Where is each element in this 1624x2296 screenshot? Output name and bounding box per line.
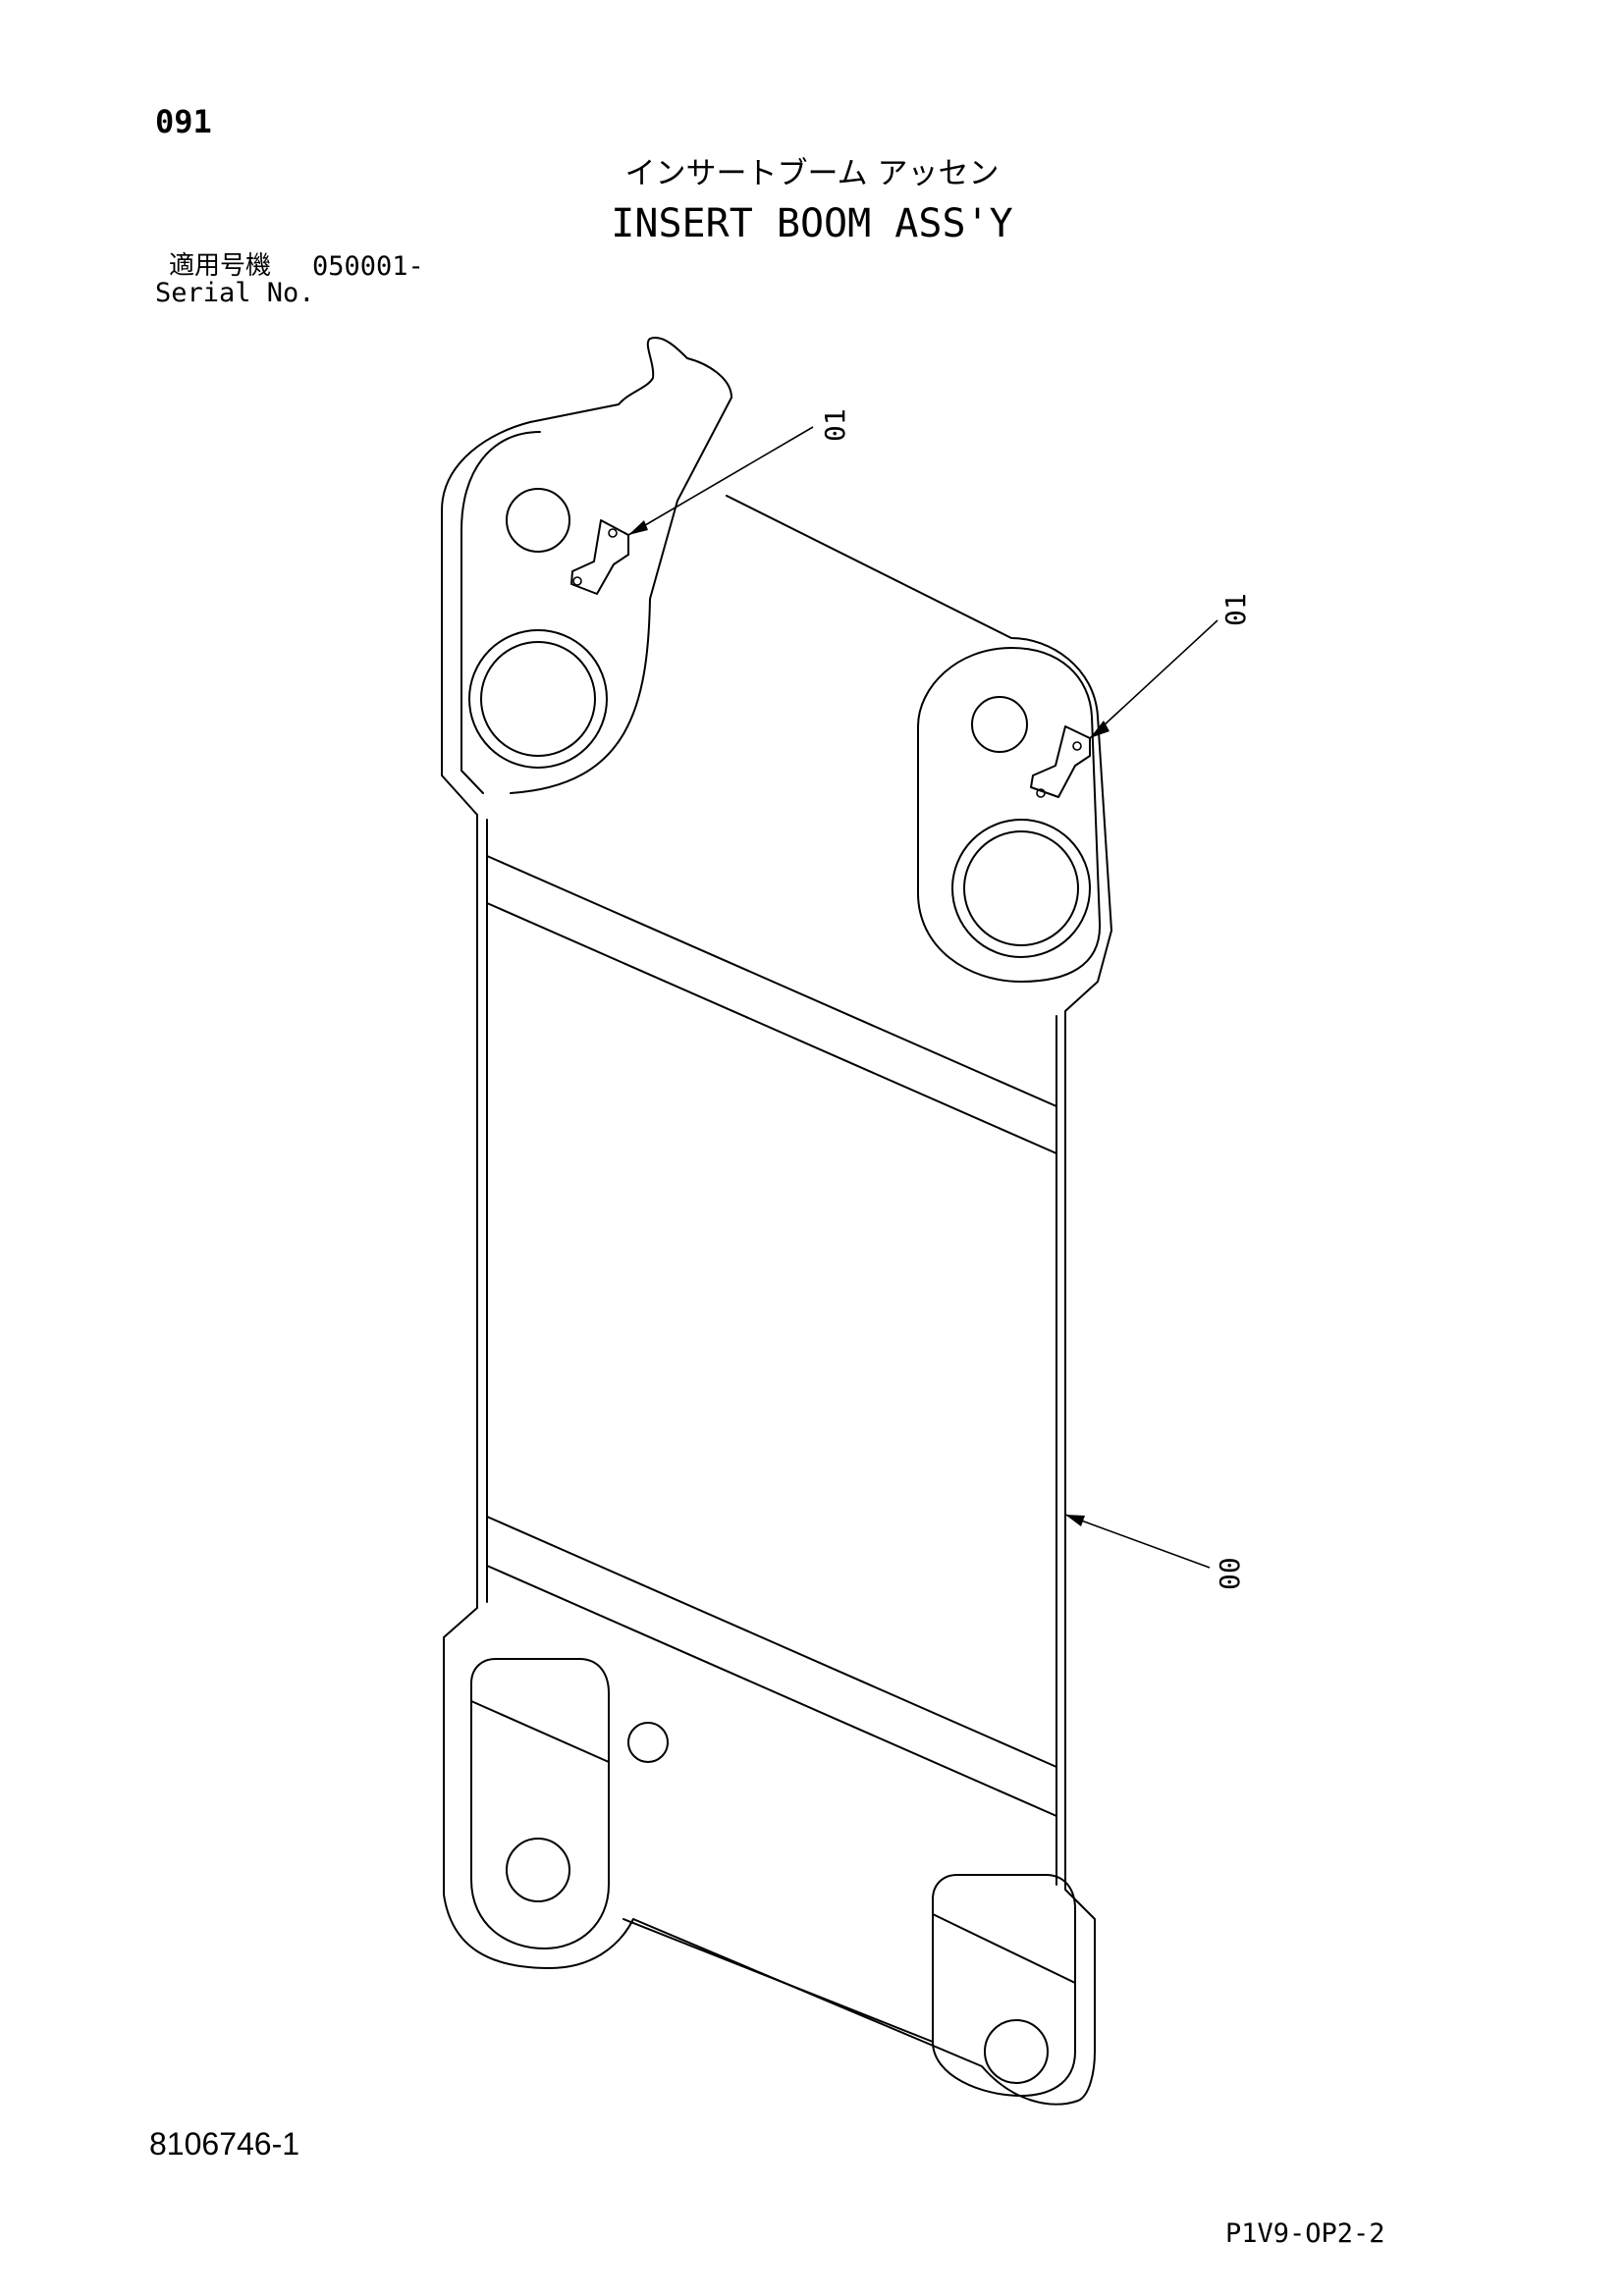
serial-label-english: Serial No. [155,278,315,308]
bottom-left-lug-hole [506,1838,570,1902]
serial-number-value: 050001- [312,251,424,282]
right-small-hole [971,696,1028,753]
title-english: INSERT BOOM ASS'Y [611,201,1013,246]
serial-label-japanese: 適用号機 [169,251,272,281]
bottom-edge-line [623,1918,934,2043]
page-code: P1V9-OP2-2 [1225,2218,1385,2249]
drawing-number: 8106746-1 [149,2126,300,2162]
callout-label-01-right: 01 [1219,593,1252,626]
bottom-right-lug-diagonal [932,1913,1076,1984]
page-number: 091 [155,103,212,140]
bottom-right-lug-hole [984,2019,1049,2084]
bracket-01-left [570,519,629,595]
upper-band-line-2 [486,902,1057,1154]
bottom-right-lug-outline [932,1874,1076,2097]
bottom-left-lug-diagonal [470,1700,610,1763]
leader-line-01-left [627,426,814,536]
bracket-01-left-hole-1 [608,528,618,538]
bottom-left-lug-outline [470,1658,610,1949]
upper-band-line-1 [486,855,1057,1107]
bracket-01-left-hole-2 [572,576,582,586]
callout-label-00: 00 [1214,1557,1246,1590]
lower-band-line-2 [486,1565,1057,1817]
bracket-01-right-hole-1 [1072,741,1082,751]
leader-line-00 [1064,1514,1211,1569]
right-large-bore-inner [963,830,1079,946]
top-left-large-bore-inner [480,641,596,757]
leader-line-01-right [1089,619,1218,739]
hook-tab [510,337,732,794]
bottom-small-hole [627,1722,669,1763]
callout-label-01-left: 01 [819,408,851,442]
title-japanese: インサートブーム アッセン [624,156,1000,191]
bracket-01-right-hole-2 [1036,788,1046,798]
right-large-bore-outer [951,819,1091,958]
top-left-large-bore-outer [468,629,608,769]
bracket-01-right [1030,725,1091,798]
plate-outline [441,421,1112,2106]
lower-band-line-1 [486,1516,1057,1768]
top-left-boss-inner [460,431,541,794]
top-left-small-hole [506,488,570,553]
right-boss-outline [917,647,1102,983]
